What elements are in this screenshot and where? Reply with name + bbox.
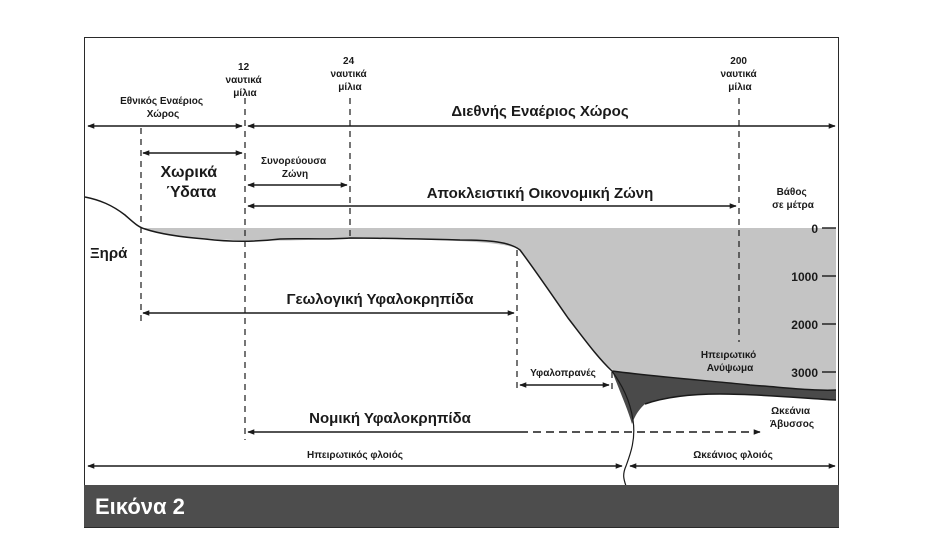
depth-label-3000: 3000: [791, 366, 818, 380]
label-legal-shelf: Νομική Υφαλοκρηπίδα: [309, 410, 471, 427]
depth-label-1000: 1000: [791, 270, 818, 284]
label-international-airspace: Διεθνής Εναέριος Χώρος: [451, 103, 628, 120]
figure-caption: Εικόνα 2: [95, 494, 185, 519]
label-geological-shelf: Γεωλογική Υφαλοκρηπίδα: [286, 291, 474, 308]
depth-label-0: 0: [811, 222, 818, 236]
depth-label-2000: 2000: [791, 318, 818, 332]
label-continental-crust: Ηπειρωτικός φλοιός: [307, 450, 403, 461]
label-land: Ξηρά: [90, 245, 128, 262]
label-continental-slope: Υφαλοπρανές: [530, 368, 596, 379]
label-eez: Αποκλειστική Οικονομική Ζώνη: [427, 185, 654, 202]
label-oceanic-crust: Ωκεάνιος φλοιός: [693, 450, 773, 461]
caption-bar: [84, 485, 839, 527]
